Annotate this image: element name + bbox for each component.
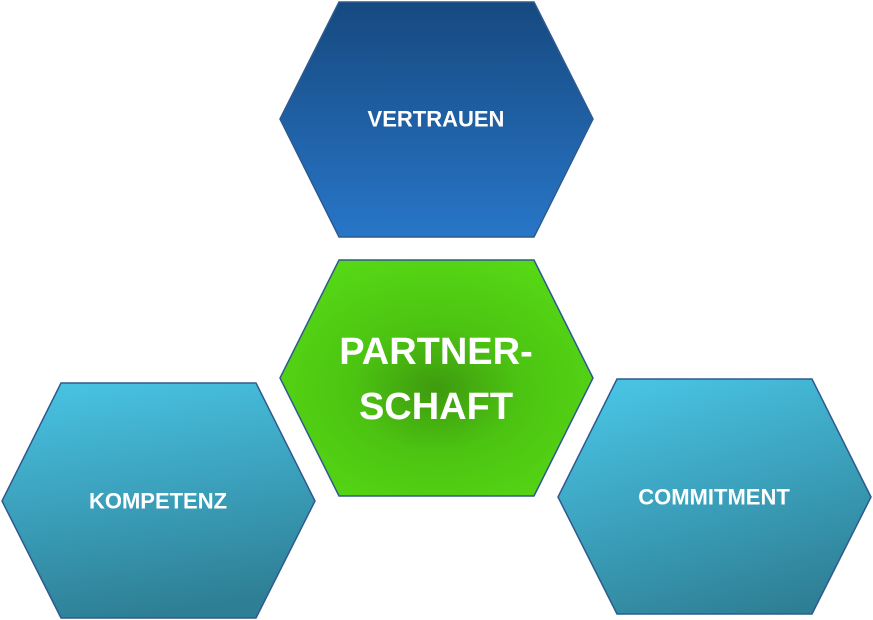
hexagon-kompetenz-shape: [1, 382, 316, 619]
hexagon-vertrauen-label: VERTRAUEN: [368, 107, 505, 132]
hexagon-partnerschaft-label-line1: PARTNER-: [339, 331, 533, 373]
hexagon-commitment-label: COMMITMENT: [638, 485, 790, 510]
hexagon-vertrauen: VERTRAUEN: [279, 1, 594, 238]
hexagon-kompetenz-label: KOMPETENZ: [89, 489, 227, 514]
hexagon-commitment-shape: [557, 378, 872, 615]
hexagon-partnerschaft-label-line2: SCHAFT: [359, 386, 513, 428]
hexagon-partnerschaft-shape: [279, 259, 594, 497]
hexagon-partnerschaft: PARTNER- SCHAFT: [279, 259, 594, 497]
hexagon-kompetenz: KOMPETENZ: [1, 382, 316, 619]
hexagon-commitment: COMMITMENT: [557, 378, 872, 615]
hexagon-vertrauen-shape: [279, 1, 594, 238]
